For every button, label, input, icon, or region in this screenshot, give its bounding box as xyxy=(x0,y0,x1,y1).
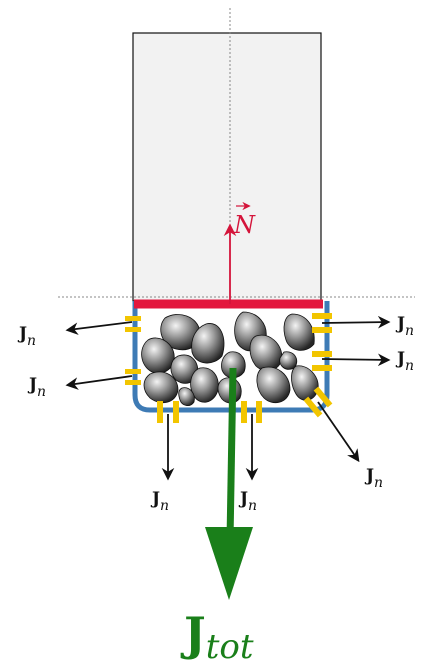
total-flux-label: Jtot xyxy=(180,607,254,667)
total-flux-head xyxy=(205,527,253,600)
flux-arrow-left-lower xyxy=(65,375,133,390)
flux-label-right-middle: Jn xyxy=(395,349,414,374)
flux-label-left-lower: Jn xyxy=(27,375,46,400)
flux-arrow-right-diagonal xyxy=(317,401,360,463)
flux-label-bottom-left: Jn xyxy=(150,489,169,514)
total-flux-shaft xyxy=(226,367,237,541)
normal-vector-label: N xyxy=(233,211,256,239)
flux-label-left-upper: Jn xyxy=(17,324,36,349)
flux-label-right-upper: Jn xyxy=(395,314,414,339)
flux-labels: Jn Jn Jn Jn Jn Jn Jn xyxy=(17,314,414,514)
flux-label-bottom-right: Jn xyxy=(238,489,257,514)
flux-arrow-right-upper xyxy=(321,315,391,329)
contact-pads xyxy=(125,313,333,423)
flux-arrows xyxy=(65,315,391,481)
flux-arrow-right-middle xyxy=(321,353,391,367)
upper-block xyxy=(132,32,322,302)
flux-arrow-left-upper xyxy=(65,321,133,336)
flux-label-right-diagonal: Jn xyxy=(364,466,383,491)
